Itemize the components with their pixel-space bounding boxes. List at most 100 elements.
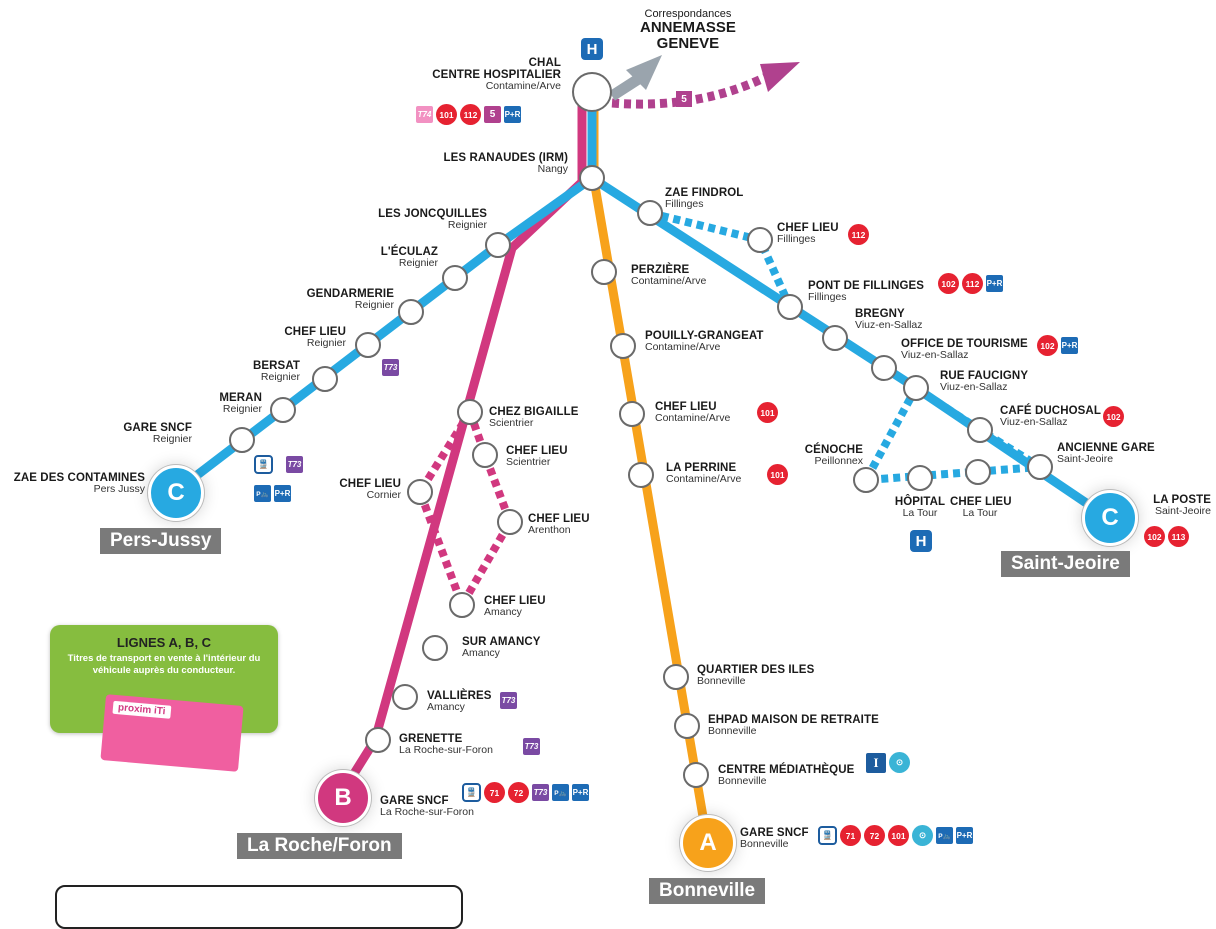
stop-office-tourisme[interactable] bbox=[871, 355, 897, 381]
stop-cafe-duchosal[interactable] bbox=[967, 417, 993, 443]
ticket-info-title: LIGNES A, B, C bbox=[116, 635, 212, 650]
t73-badge: T73 bbox=[500, 692, 517, 709]
bus-102-badge: 102 bbox=[938, 273, 959, 294]
bus-102-badge: 102 bbox=[1103, 406, 1124, 427]
stop-chez-bigaille[interactable] bbox=[457, 399, 483, 425]
stop-chef-reignier[interactable] bbox=[355, 332, 381, 358]
badges-office-tourisme: 102 P+R bbox=[1037, 335, 1078, 356]
train-icon: 🚆 bbox=[462, 783, 481, 802]
network-map bbox=[172, 55, 1110, 841]
stop-chef-scientrier[interactable] bbox=[472, 442, 498, 468]
terminus-letter: A bbox=[699, 829, 717, 856]
stop-bersat[interactable] bbox=[312, 366, 338, 392]
bus-101-badge: 101 bbox=[436, 104, 457, 125]
stop-ehpad[interactable] bbox=[674, 713, 700, 739]
stop-pont-fillinges[interactable] bbox=[777, 294, 803, 320]
stop-hopital-latour[interactable] bbox=[907, 465, 933, 491]
ticket-info-text: Titres de transport en vente à l'intérie… bbox=[67, 653, 261, 677]
terminus-label-laroche: La Roche/Foron bbox=[237, 833, 402, 859]
stop-zae-findrol[interactable] bbox=[637, 200, 663, 226]
badges-chal: T74 101 112 5 P+R bbox=[416, 104, 521, 125]
bus-72-badge: 72 bbox=[508, 782, 529, 803]
stop-ranaudes[interactable] bbox=[579, 165, 605, 191]
stop-pouilly[interactable] bbox=[610, 333, 636, 359]
terminus-a[interactable]: A bbox=[680, 815, 736, 871]
bus-102-badge: 102 bbox=[1144, 526, 1165, 547]
stop-chef-fillinges[interactable] bbox=[747, 227, 773, 253]
train-icon: 🚆 bbox=[818, 826, 837, 845]
stop-sur-amancy[interactable] bbox=[422, 635, 448, 661]
terminus-b[interactable]: B bbox=[315, 770, 371, 826]
bus-101-badge: 101 bbox=[757, 402, 778, 423]
terminus-label-saint-jeoire: Saint-Jeoire bbox=[1001, 551, 1130, 577]
terminus-letter: C bbox=[167, 479, 185, 506]
stop-chef-amancy[interactable] bbox=[449, 592, 475, 618]
stop-chef-latour[interactable] bbox=[965, 459, 991, 485]
stop-eculaz[interactable] bbox=[442, 265, 468, 291]
stop-joncquilles[interactable] bbox=[485, 232, 511, 258]
stop-cenoche[interactable] bbox=[853, 467, 879, 493]
stop-chef-arenthon[interactable] bbox=[497, 509, 523, 535]
line-c-west-path bbox=[172, 92, 597, 496]
bus-stop-icon: ⊙ bbox=[889, 752, 910, 773]
stop-bregny[interactable] bbox=[822, 325, 848, 351]
stop-chal[interactable] bbox=[572, 72, 612, 112]
stop-grenette[interactable] bbox=[365, 727, 391, 753]
bus-101-badge: 101 bbox=[888, 825, 909, 846]
stop-mediatheque[interactable] bbox=[683, 762, 709, 788]
legend-box bbox=[55, 885, 463, 929]
hospital-icon: H bbox=[910, 530, 932, 552]
correspondance-arrowhead bbox=[626, 55, 662, 90]
stop-gendarmerie[interactable] bbox=[398, 299, 424, 325]
stop-la-perrine[interactable] bbox=[628, 462, 654, 488]
arenthon-branch bbox=[458, 410, 515, 608]
terminus-c-pers-jussy[interactable]: C bbox=[148, 465, 204, 521]
stop-ancienne-gare[interactable] bbox=[1027, 454, 1053, 480]
correspondance-arrow bbox=[609, 73, 643, 101]
park-ride-badge: P+R bbox=[572, 784, 589, 801]
park-ride-badge: P+R bbox=[1061, 337, 1078, 354]
stop-perziere[interactable] bbox=[591, 259, 617, 285]
correspondances-title: Correspondances bbox=[644, 8, 732, 20]
t73-badge: T73 bbox=[382, 359, 399, 376]
t74-badge: T74 bbox=[416, 106, 433, 123]
badges-gare-reignier: 🚆 T73 bbox=[254, 455, 303, 474]
stop-meran[interactable] bbox=[270, 397, 296, 423]
bike-park-badge: P🚲 bbox=[552, 784, 569, 801]
t73-badge: T73 bbox=[523, 738, 540, 755]
terminus-c-saint-jeoire[interactable]: C bbox=[1082, 490, 1138, 546]
bus-112-badge: 112 bbox=[460, 104, 481, 125]
stop-gare-reignier[interactable] bbox=[229, 427, 255, 453]
stop-rue-faucigny[interactable] bbox=[903, 375, 929, 401]
hospital-icon: H bbox=[581, 38, 603, 60]
stop-quartier-iles[interactable] bbox=[663, 664, 689, 690]
stop-vallieres[interactable] bbox=[392, 684, 418, 710]
correspondances-annemasse: ANNEMASSE bbox=[640, 19, 736, 36]
bus-stop-icon: ⊙ bbox=[912, 825, 933, 846]
t73-badge: T73 bbox=[532, 784, 549, 801]
stop-chef-contamine[interactable] bbox=[619, 401, 645, 427]
stop-chef-cornier[interactable] bbox=[407, 479, 433, 505]
